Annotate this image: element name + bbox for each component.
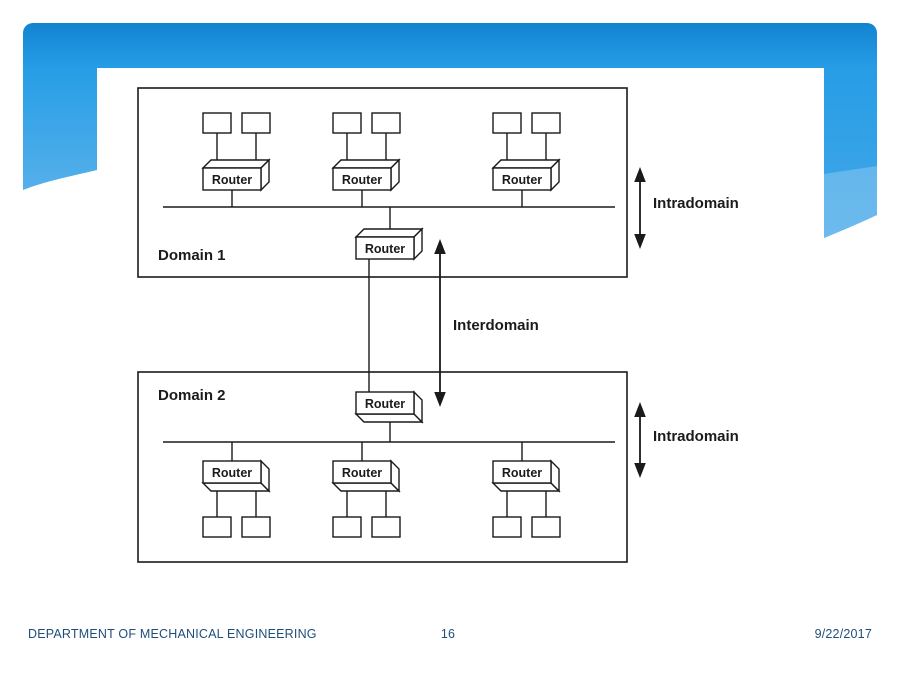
domain2-connector-lines xyxy=(216,414,547,517)
interdomain-label: Interdomain xyxy=(453,317,539,334)
domain2-hosts xyxy=(202,516,561,538)
router-front-face xyxy=(355,236,415,260)
router-front-face xyxy=(332,460,392,484)
domain2-label: Domain 2 xyxy=(158,387,226,404)
router-bottom-face xyxy=(354,413,424,423)
router-top-face xyxy=(201,159,271,169)
host-computer xyxy=(202,112,232,134)
router-label: Router xyxy=(342,466,382,480)
left-ribbon-shape xyxy=(23,67,97,190)
slide-theme-decoration xyxy=(23,23,877,238)
router-front-face xyxy=(332,167,392,191)
right-ribbon-highlight xyxy=(824,166,877,238)
footer-department-text: DEPARTMENT OF MECHANICAL ENGINEERING xyxy=(28,627,317,641)
router-front-face xyxy=(355,391,415,415)
router-top-face xyxy=(354,228,424,238)
host-computer xyxy=(332,112,362,134)
domain1-connector-lines xyxy=(216,133,547,237)
router-front-face xyxy=(492,167,552,191)
router-label: Router xyxy=(342,173,382,187)
intradomain-label-top: Intradomain xyxy=(653,195,739,212)
host-computer xyxy=(202,516,232,538)
host-computer xyxy=(241,112,271,134)
router-label: Router xyxy=(212,466,252,480)
intradomain-arrow-bottom xyxy=(634,402,646,478)
router-label: Router xyxy=(502,173,542,187)
host-computer xyxy=(531,112,561,134)
host-computer xyxy=(531,516,561,538)
arrow-head-down-icon xyxy=(634,234,646,249)
router-bottom-face xyxy=(201,482,271,492)
arrow-head-down-icon xyxy=(434,392,446,407)
router-label: Router xyxy=(365,242,405,256)
intradomain-arrow-top xyxy=(634,167,646,249)
router-front-face xyxy=(202,167,262,191)
host-computer xyxy=(371,516,401,538)
host-computer xyxy=(371,112,401,134)
router-front-face xyxy=(492,460,552,484)
network-diagram: Domain 1 Domain 2 Router xyxy=(137,87,739,563)
arrow-head-up-icon xyxy=(434,239,446,254)
arrow-head-down-icon xyxy=(634,463,646,478)
router-box-d1-right: Router xyxy=(491,158,561,192)
router-box-d2-right: Router xyxy=(491,459,561,493)
host-computer xyxy=(492,112,522,134)
arrow-head-up-icon xyxy=(634,167,646,182)
router-box-d1-left: Router xyxy=(201,158,271,192)
router-bottom-face xyxy=(331,482,401,492)
router-top-face xyxy=(491,159,561,169)
footer-date: 9/22/2017 xyxy=(814,627,872,641)
router-label: Router xyxy=(365,397,405,411)
router-front-face xyxy=(202,460,262,484)
router-label: Router xyxy=(502,466,542,480)
router-box-d2-border: Router xyxy=(354,390,424,424)
interdomain-arrow xyxy=(434,239,446,407)
right-ribbon-shape xyxy=(824,67,877,238)
footer-page-number: 16 xyxy=(440,627,456,641)
host-computer xyxy=(332,516,362,538)
intradomain-label-bottom: Intradomain xyxy=(653,428,739,445)
domain1-hosts xyxy=(202,112,561,134)
router-box-d2-left: Router xyxy=(201,459,271,493)
router-box-d1-middle: Router xyxy=(331,158,401,192)
host-computer xyxy=(241,516,271,538)
router-box-d2-middle: Router xyxy=(331,459,401,493)
router-label: Router xyxy=(212,173,252,187)
domain1-label: Domain 1 xyxy=(158,247,226,264)
router-box-d1-border: Router xyxy=(354,227,424,261)
top-band-shape xyxy=(23,23,877,68)
router-top-face xyxy=(331,159,401,169)
router-bottom-face xyxy=(491,482,561,492)
arrow-head-up-icon xyxy=(634,402,646,417)
host-computer xyxy=(492,516,522,538)
